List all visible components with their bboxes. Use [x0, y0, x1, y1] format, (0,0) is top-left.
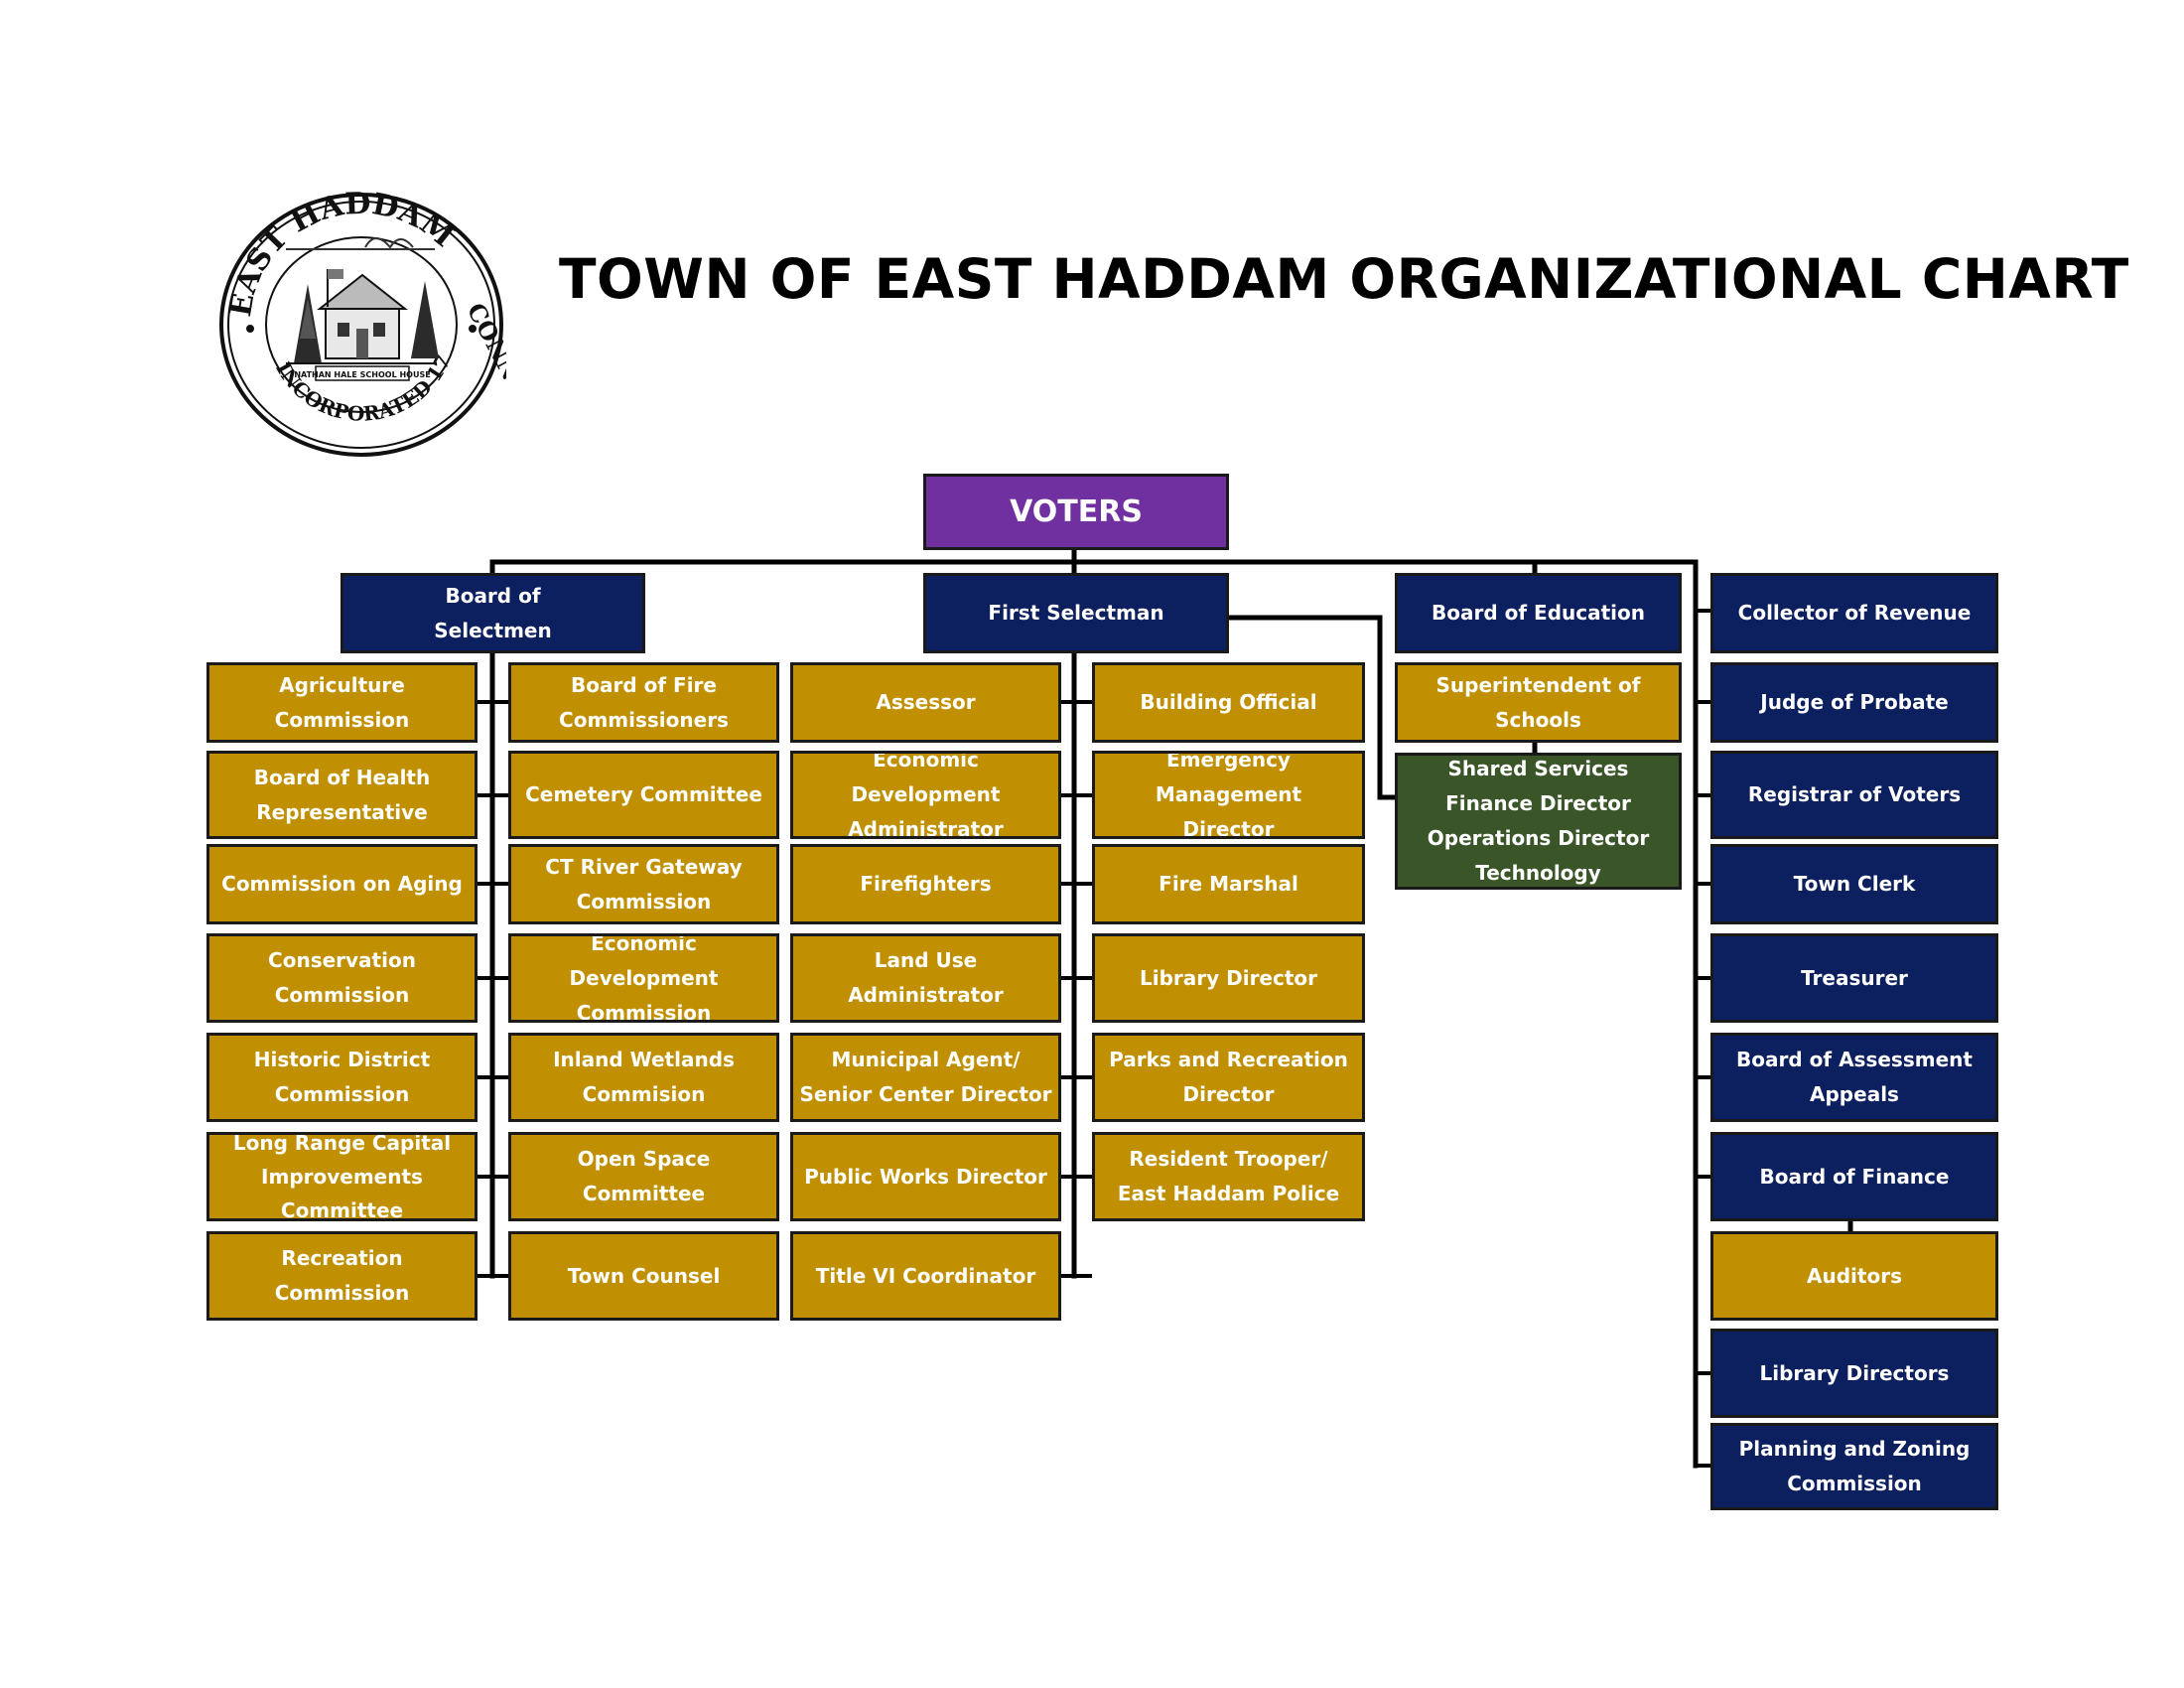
node-library-director[interactable]: Library Director	[1092, 933, 1365, 1023]
node-municipal-agent-senior-center-director[interactable]: Municipal Agent/ Senior Center Director	[790, 1033, 1061, 1122]
node-label: Registrar of Voters	[1747, 782, 1962, 806]
node-label: Shared Services Finance Director Operati…	[1427, 757, 1650, 885]
node-historic-district-commission[interactable]: Historic District Commission	[206, 1033, 478, 1122]
node-label: Board of Finance	[1759, 1164, 1950, 1189]
node-superintendent-of-schools[interactable]: Superintendent of Schools	[1395, 662, 1682, 743]
node-board-of-fire-commissioners[interactable]: Board of Fire Commissioners	[508, 662, 779, 743]
node-firefighters[interactable]: Firefighters	[790, 844, 1061, 924]
node-board-of-education[interactable]: Board of Education	[1395, 573, 1682, 653]
node-label: Board of Selectmen	[434, 583, 552, 642]
node-board-of-assessment-appeals[interactable]: Board of Assessment Appeals	[1710, 1033, 1998, 1122]
node-label: Board of Education	[1432, 601, 1645, 625]
node-planning-and-zoning-commission[interactable]: Planning and Zoning Commission	[1710, 1423, 1998, 1510]
node-label: Recreation Commission	[274, 1246, 410, 1305]
node-economic-development-administrator[interactable]: Economic Development Administrator	[790, 751, 1061, 839]
node-label: Commission on Aging	[221, 872, 463, 896]
node-treasurer[interactable]: Treasurer	[1710, 933, 1998, 1023]
node-board-of-finance[interactable]: Board of Finance	[1710, 1132, 1998, 1221]
seal-banner-text: NATHAN HALE SCHOOL HOUSE	[294, 370, 430, 379]
node-label: Parks and Recreation Director	[1109, 1048, 1348, 1106]
node-registrar-of-voters[interactable]: Registrar of Voters	[1710, 751, 1998, 839]
node-building-official[interactable]: Building Official	[1092, 662, 1365, 743]
node-label: Board of Health Representative	[253, 765, 431, 824]
node-label: Library Directors	[1759, 1360, 1950, 1385]
node-label: Assessor	[876, 690, 976, 714]
node-label: CT River Gateway Commission	[545, 854, 743, 914]
node-collector-of-revenue[interactable]: Collector of Revenue	[1710, 573, 1998, 653]
node-agriculture-commission[interactable]: Agriculture Commission	[206, 662, 478, 743]
node-board-of-health-representative[interactable]: Board of Health Representative	[206, 751, 478, 839]
node-public-works-director[interactable]: Public Works Director	[790, 1132, 1061, 1221]
node-label: Open Space Committee	[577, 1147, 711, 1205]
node-label: Public Works Director	[804, 1164, 1047, 1189]
page-title: TOWN OF EAST HADDAM ORGANIZATIONAL CHART	[559, 247, 2129, 311]
node-auditors[interactable]: Auditors	[1710, 1231, 1998, 1321]
node-ct-river-gateway-commission[interactable]: CT River Gateway Commission	[508, 844, 779, 924]
node-label: Agriculture Commission	[274, 672, 410, 732]
node-economic-development-commission[interactable]: Economic Development Commission	[508, 933, 779, 1023]
node-voters[interactable]: VOTERS	[923, 474, 1229, 550]
node-town-counsel[interactable]: Town Counsel	[508, 1231, 779, 1321]
node-label: Treasurer	[1801, 965, 1908, 990]
node-label: Board of Assessment Appeals	[1736, 1048, 1973, 1106]
node-fire-marshal[interactable]: Fire Marshal	[1092, 844, 1365, 924]
node-inland-wetlands-commision[interactable]: Inland Wetlands Commision	[508, 1033, 779, 1122]
node-label: Building Official	[1140, 690, 1317, 714]
node-long-range-capital-improvements-committee[interactable]: Long Range Capital Improvements Committe…	[206, 1132, 478, 1221]
town-seal: EAST HADDAM CONN INCORPORATED 1734 NATHA…	[216, 190, 506, 457]
node-label: Auditors	[1807, 1263, 1902, 1288]
node-recreation-commission[interactable]: Recreation Commission	[206, 1231, 478, 1321]
node-label: Library Director	[1139, 965, 1318, 990]
node-parks-and-recreation-director[interactable]: Parks and Recreation Director	[1092, 1033, 1365, 1122]
node-board-of-selectmen[interactable]: Board of Selectmen	[341, 573, 645, 653]
node-label: Municipal Agent/ Senior Center Director	[799, 1048, 1052, 1106]
node-label: Firefighters	[860, 872, 992, 896]
node-label: Long Range Capital Improvements Committe…	[232, 1132, 452, 1221]
node-label: VOTERS	[1010, 494, 1143, 529]
node-label: Planning and Zoning Commission	[1738, 1437, 1971, 1495]
node-title-vi-coordinator[interactable]: Title VI Coordinator	[790, 1231, 1061, 1321]
node-label: Judge of Probate	[1760, 690, 1949, 714]
node-label: Inland Wetlands Commision	[553, 1048, 735, 1106]
node-label: Fire Marshal	[1159, 872, 1298, 896]
node-label: Collector of Revenue	[1737, 601, 1972, 625]
node-resident-trooper-east-haddam-police[interactable]: Resident Trooper/ East Haddam Police	[1092, 1132, 1365, 1221]
node-label: First Selectman	[988, 601, 1164, 625]
node-label: Town Counsel	[567, 1263, 721, 1288]
node-emergency-management-director[interactable]: Emergency Management Director	[1092, 751, 1365, 839]
node-library-directors[interactable]: Library Directors	[1710, 1329, 1998, 1418]
node-first-selectman[interactable]: First Selectman	[923, 573, 1229, 653]
node-label: Economic Development Administrator	[848, 751, 1004, 839]
node-label: Land Use Administrator	[848, 948, 1004, 1007]
node-judge-of-probate[interactable]: Judge of Probate	[1710, 662, 1998, 743]
node-shared-services[interactable]: Shared Services Finance Director Operati…	[1395, 753, 1682, 890]
node-conservation-commission[interactable]: Conservation Commission	[206, 933, 478, 1023]
node-assessor[interactable]: Assessor	[790, 662, 1061, 743]
node-label: Resident Trooper/ East Haddam Police	[1117, 1147, 1340, 1205]
node-land-use-administrator[interactable]: Land Use Administrator	[790, 933, 1061, 1023]
node-label: Cemetery Committee	[525, 782, 762, 806]
node-label: Town Clerk	[1793, 872, 1916, 896]
node-label: Economic Development Commission	[569, 933, 719, 1023]
node-town-clerk[interactable]: Town Clerk	[1710, 844, 1998, 924]
node-label: Historic District Commission	[253, 1048, 431, 1106]
node-label: Title VI Coordinator	[815, 1263, 1036, 1288]
node-label: Superintendent of Schools	[1435, 672, 1641, 732]
node-label: Emergency Management Director	[1155, 751, 1302, 839]
schoolhouse-icon	[286, 237, 439, 364]
node-label: Board of Fire Commissioners	[559, 672, 729, 732]
node-open-space-committee[interactable]: Open Space Committee	[508, 1132, 779, 1221]
node-label: Conservation Commission	[268, 948, 416, 1007]
node-commission-on-aging[interactable]: Commission on Aging	[206, 844, 478, 924]
node-cemetery-committee[interactable]: Cemetery Committee	[508, 751, 779, 839]
